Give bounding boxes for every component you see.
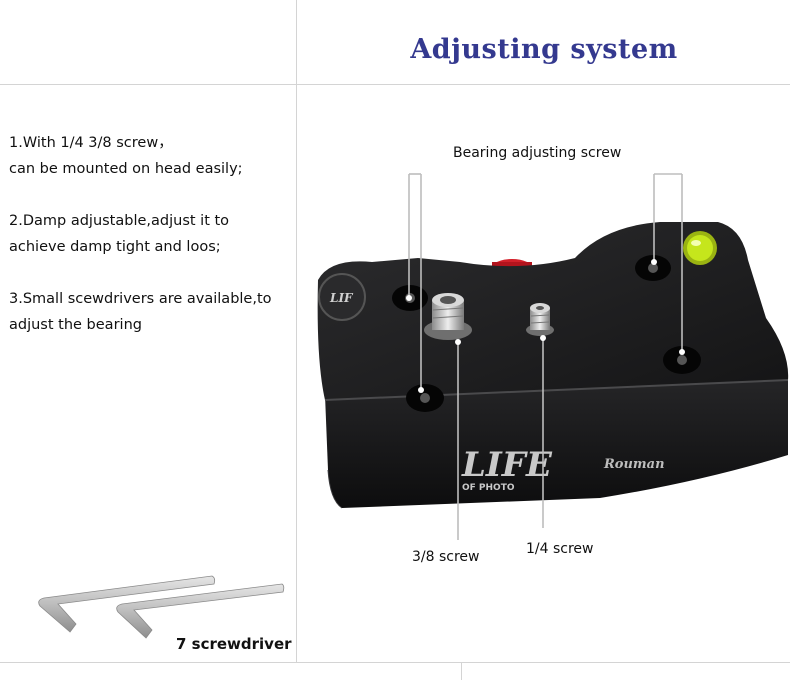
- feature-line: can be mounted on head easily;: [9, 161, 243, 177]
- page-title: Adjusting system: [410, 34, 678, 65]
- bearing-hole-bottom-left: [406, 384, 444, 412]
- bearing-hole-bottom-right: [663, 346, 701, 374]
- feature-item-1: 1.With 1/4 3/8 screw， can be mounted on …: [9, 130, 294, 182]
- bearing-screw-label: Bearing adjusting screw: [453, 145, 622, 161]
- feature-line: adjust the bearing: [9, 317, 142, 333]
- feature-line: 3.Small scewdrivers are available,to: [9, 291, 272, 307]
- bearing-callout-lines: [408, 173, 683, 390]
- screw-38: [424, 293, 472, 340]
- feature-line: 1.With 1/4 3/8 screw，: [9, 135, 173, 151]
- footer-divider: [0, 662, 790, 663]
- screw-callout-dots: [455, 335, 546, 345]
- logo-badge: LIF: [318, 273, 366, 321]
- model-text: Rouman: [603, 457, 665, 472]
- vertical-divider: [296, 0, 297, 662]
- bearing-hole-top-right: [635, 255, 671, 281]
- screwdriver-label: 7 screwdriver: [176, 635, 292, 653]
- brand-logo-text: LIFE: [461, 445, 553, 485]
- screw-callout-lines: [457, 338, 544, 540]
- bubble-level-icon: [683, 231, 717, 265]
- screw-14-label: 1/4 screw: [526, 541, 594, 557]
- footer-vertical-divider: [461, 662, 462, 680]
- header-divider: [0, 84, 790, 85]
- screwdriver-icon: [38, 575, 285, 639]
- feature-item-3: 3.Small scewdrivers are available,to adj…: [9, 286, 294, 338]
- bearing-callout-dots: [406, 259, 685, 393]
- feature-list: 1.With 1/4 3/8 screw， can be mounted on …: [9, 130, 294, 364]
- screw-38-label: 3/8 screw: [412, 549, 480, 565]
- adjusting-plate: [317, 222, 789, 509]
- svg-text:LIF: LIF: [329, 291, 354, 305]
- brand-sub-text: OF PHOTO: [462, 483, 515, 493]
- feature-item-2: 2.Damp adjustable,adjust it to achieve d…: [9, 208, 294, 260]
- feature-line: 2.Damp adjustable,adjust it to: [9, 213, 230, 229]
- brand-logo: LIFE OF PHOTO Rouman: [461, 445, 665, 493]
- screw-14: [526, 303, 554, 336]
- feature-line: achieve damp tight and loos;: [9, 239, 221, 255]
